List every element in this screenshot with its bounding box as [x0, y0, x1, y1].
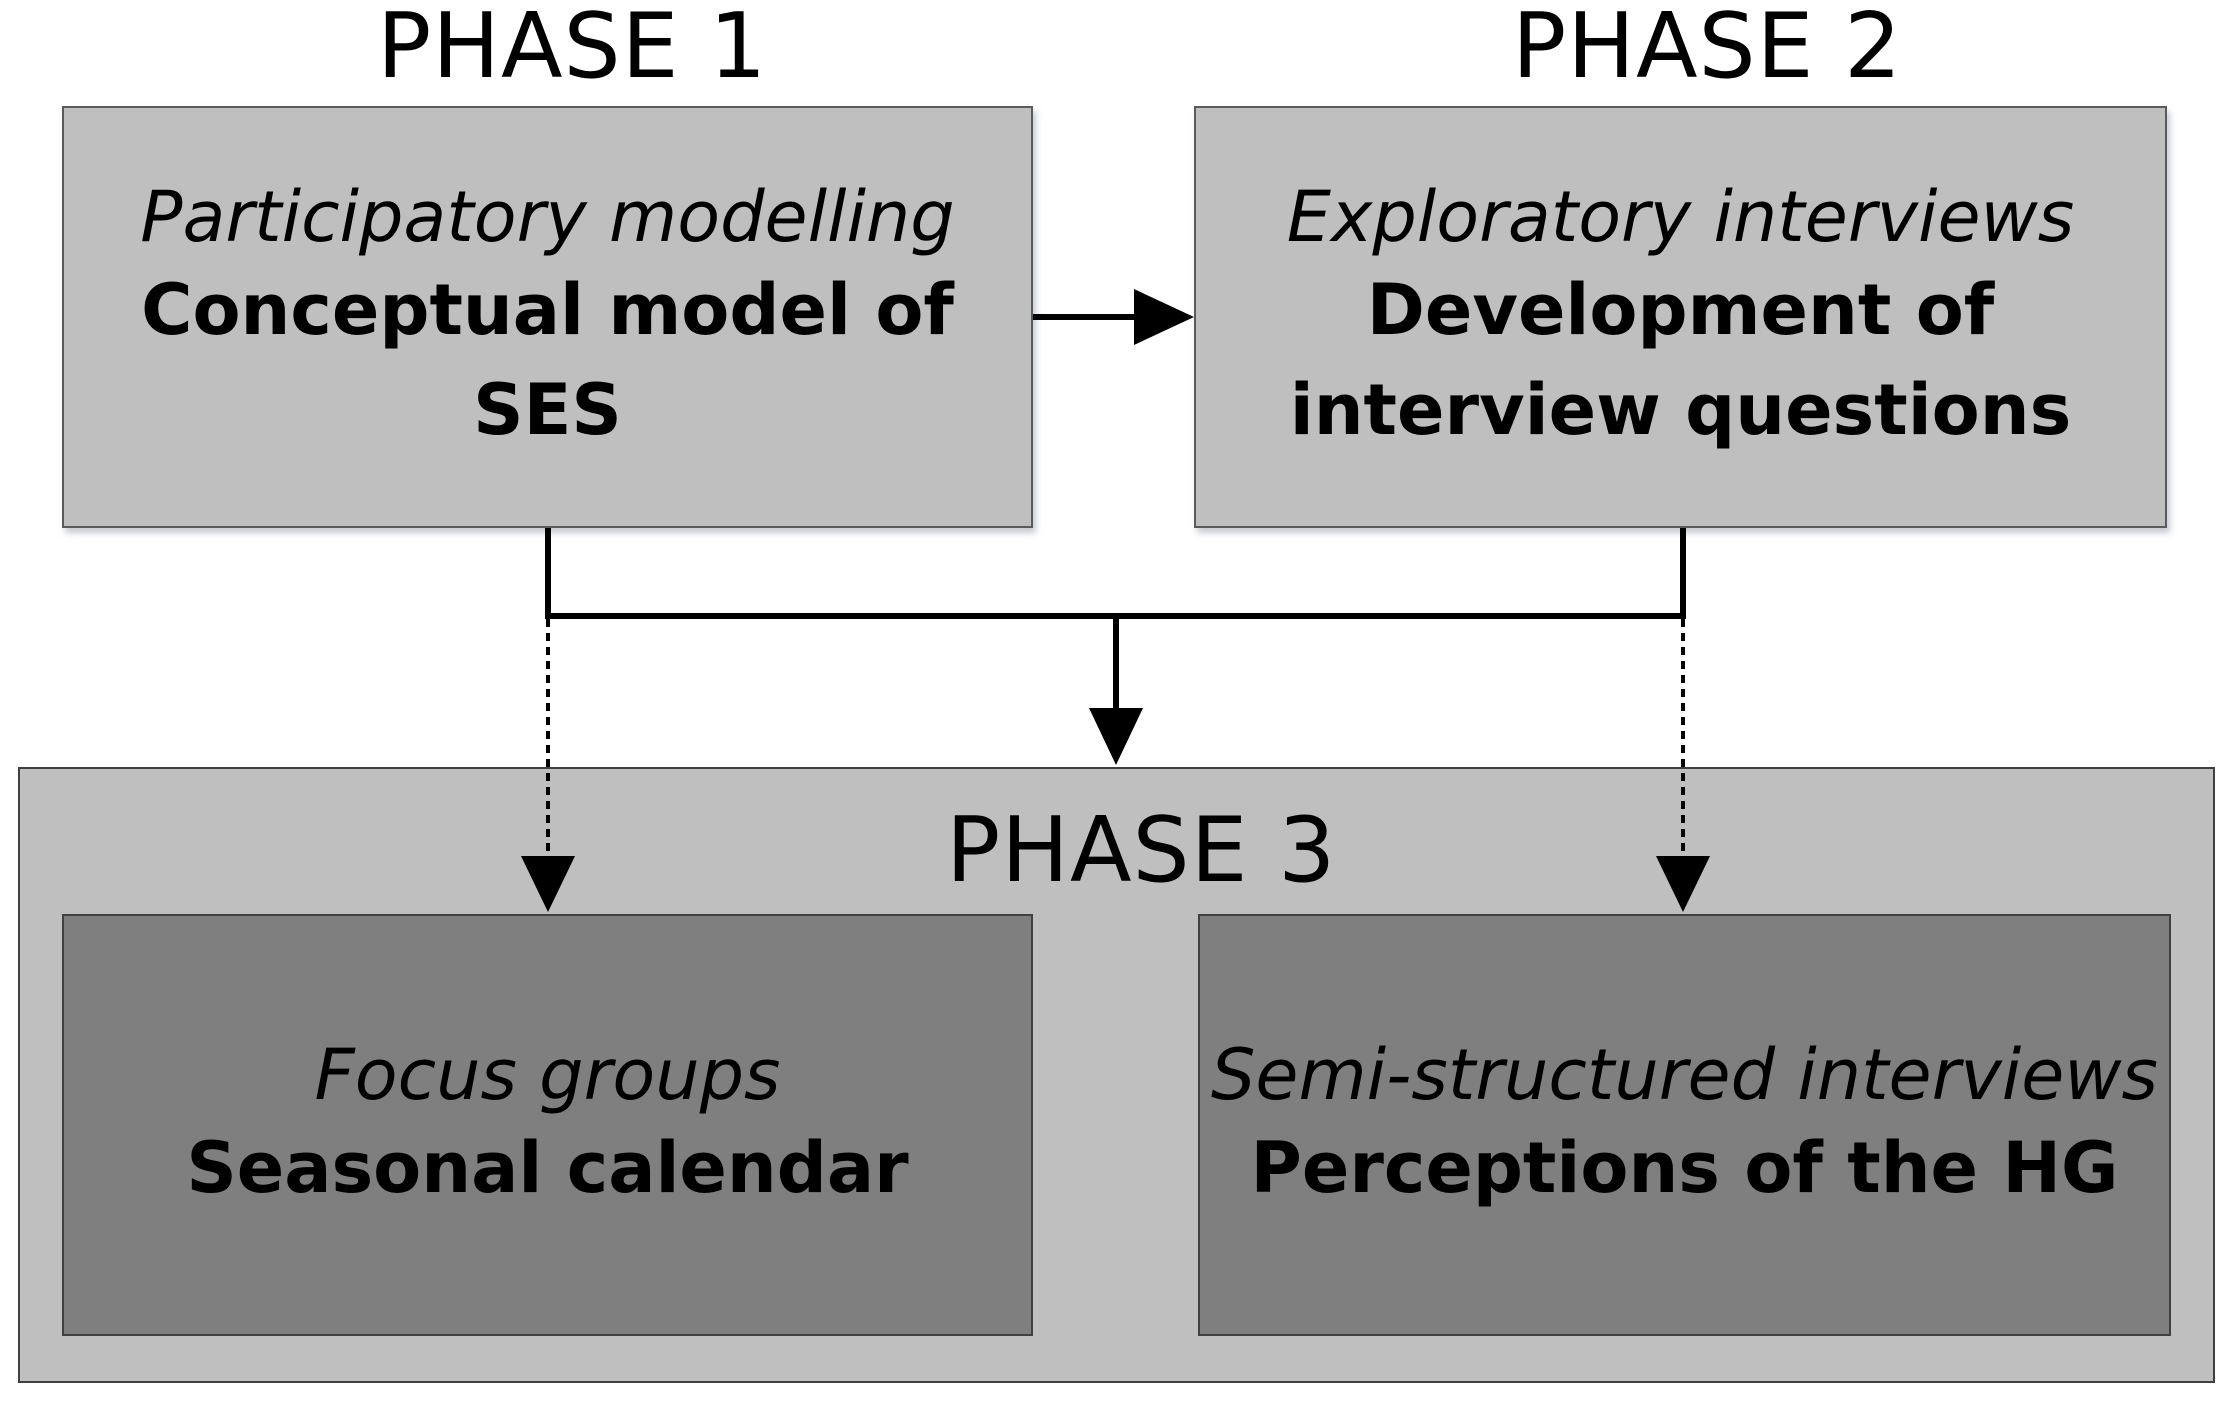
phase-1-to-2-arrowhead [1134, 289, 1194, 345]
phase-2-title: PHASE 2 [1512, 0, 1903, 99]
phase-1-method: Participatory modelling [140, 175, 955, 258]
phase-1-box: Participatory modelling Conceptual model… [62, 106, 1033, 528]
center-arrowhead [1089, 708, 1143, 765]
dotted-arrowhead-left [521, 856, 575, 912]
phase-2-box: Exploratory interviews Development of in… [1194, 106, 2167, 528]
interviews-method: Semi-structured interviews [1210, 1033, 2159, 1116]
interviews-box: Semi-structured interviews Perceptions o… [1198, 914, 2171, 1336]
phase-1-outcome: Conceptual model of SES [141, 269, 954, 451]
phase-1-title: PHASE 1 [377, 0, 768, 99]
phase-3-title: PHASE 3 [946, 798, 1337, 903]
interviews-outcome: Perceptions of the HG [1250, 1127, 2119, 1210]
phase-2-outcome-line-2: interview questions [1289, 368, 2072, 451]
dotted-arrowhead-right [1656, 856, 1710, 912]
focus-groups-method: Focus groups [314, 1033, 781, 1116]
focus-groups-outcome: Seasonal calendar [186, 1127, 909, 1210]
phase-2-method: Exploratory interviews [1286, 175, 2075, 258]
phase-2-outcome-line-1: Development of [1366, 269, 1995, 352]
focus-groups-box: Focus groups Seasonal calendar [62, 914, 1033, 1336]
